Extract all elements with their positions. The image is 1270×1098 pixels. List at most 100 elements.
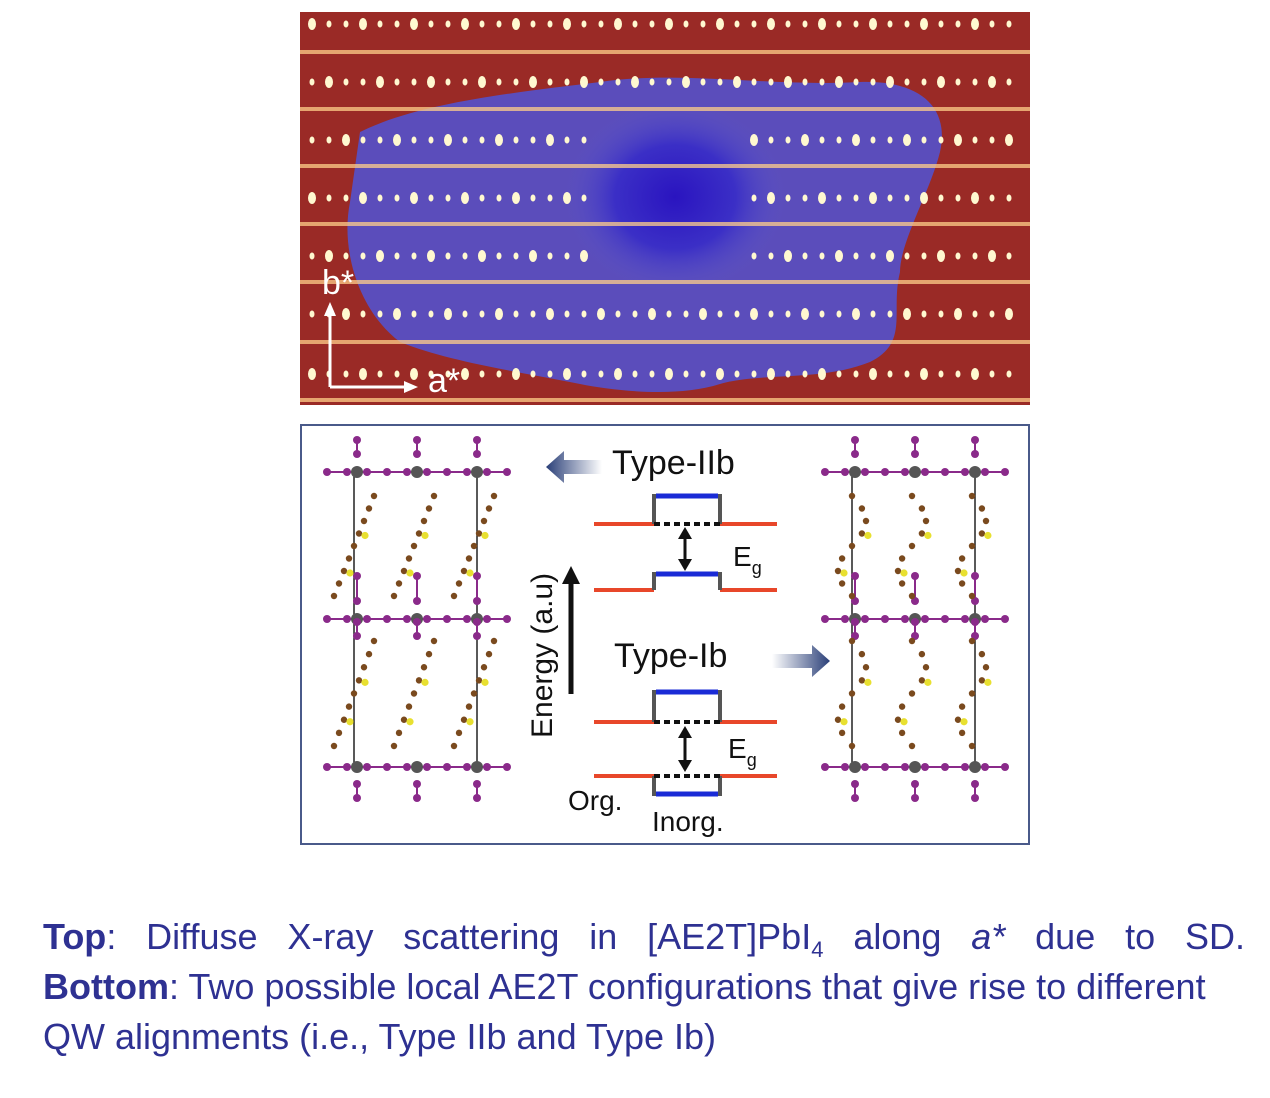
bragg-peak: [836, 370, 842, 378]
inorg-well-wall: [652, 776, 722, 796]
carbon-atom: [918, 650, 926, 658]
bragg-peak: [904, 78, 910, 86]
carbon-atom: [485, 505, 493, 512]
bragg-peak: [716, 18, 724, 30]
carbon-atom: [340, 716, 348, 723]
bragg-peak: [683, 370, 689, 378]
iodide-atom: [1001, 468, 1009, 476]
sulfur-atom: [421, 678, 429, 686]
bragg-peak: [819, 136, 825, 144]
inorg-well-wall: [652, 494, 722, 524]
iodide-atom: [353, 632, 361, 640]
bragg-peak: [632, 310, 638, 318]
iodide-atom: [821, 468, 829, 476]
carbon-atom: [958, 729, 966, 737]
iodide-atom: [911, 572, 919, 580]
bragg-peak: [852, 134, 860, 146]
iodide-atom: [353, 572, 361, 580]
bragg-peak: [598, 370, 604, 378]
bragg-peak: [308, 18, 316, 30]
iodide-atom: [463, 615, 471, 623]
iodide-atom: [971, 618, 979, 626]
bragg-peak: [615, 78, 621, 86]
bragg-peak: [802, 20, 808, 28]
carbon-atom: [340, 567, 348, 575]
carbon-atom: [350, 542, 358, 550]
inorg-label: Inorg.: [652, 806, 724, 837]
bragg-peak: [818, 18, 826, 30]
bragg-peak: [564, 78, 570, 86]
iodide-atom: [473, 794, 481, 802]
bragg-peak: [904, 20, 910, 28]
bragg-peak: [955, 252, 961, 260]
bragg-peak: [853, 78, 859, 86]
a-axis-arrowhead: [404, 381, 418, 393]
bragg-peak: [631, 76, 639, 88]
iodide-atom: [473, 618, 481, 626]
bragg-peak: [801, 134, 809, 146]
carbon-atom: [838, 703, 846, 710]
bragg-peak: [581, 194, 587, 202]
bragg-peak: [734, 310, 740, 318]
iodide-atom: [443, 468, 451, 476]
eg-label: Eg: [728, 733, 757, 770]
carbon-atom: [415, 677, 423, 684]
bragg-peak: [598, 20, 604, 28]
bragg-peak: [530, 194, 536, 202]
bragg-peak: [785, 370, 791, 378]
iodide-atom: [443, 615, 451, 623]
gap-arrowhead: [678, 527, 692, 539]
bragg-peak: [785, 136, 791, 144]
type-ib-band-diagram: Eg Org. Inorg.: [568, 689, 777, 837]
sulfur-atom: [406, 569, 414, 577]
bragg-peak: [462, 78, 468, 86]
bragg-peaks: [308, 18, 1013, 380]
iodide-atom: [861, 615, 869, 623]
bragg-peak: [649, 20, 655, 28]
bragg-peak: [785, 194, 791, 202]
iodide-atom: [363, 763, 371, 771]
bragg-peak: [1006, 370, 1012, 378]
carbon-atom: [848, 592, 856, 600]
carbon-atom: [848, 742, 856, 750]
carbon-atom: [848, 637, 856, 645]
iodide-atom: [911, 794, 919, 802]
iodide-atom: [971, 572, 979, 580]
bragg-peak: [682, 76, 690, 88]
bragg-peak: [410, 368, 418, 380]
carbon-atom: [430, 637, 438, 645]
carbon-atom: [922, 664, 930, 671]
bragg-peak: [309, 78, 315, 86]
carbon-atom: [838, 580, 846, 587]
sulfur-atom: [346, 569, 354, 577]
bragg-peak: [921, 78, 927, 86]
bragg-peak: [921, 310, 927, 318]
bragg-peak: [955, 78, 961, 86]
bragg-peak: [462, 310, 468, 318]
bragg-peak: [512, 192, 520, 204]
bragg-peak: [836, 194, 842, 202]
carbon-atom: [355, 530, 363, 537]
carbon-atom: [968, 690, 976, 697]
caption-text: due to SD.: [1005, 916, 1245, 957]
bragg-peak: [767, 192, 775, 204]
bragg-peak: [614, 18, 622, 30]
carbon-atom: [345, 555, 353, 562]
bragg-peak: [530, 20, 536, 28]
bragg-peak: [428, 370, 434, 378]
bragg-peak: [802, 252, 808, 260]
bragg-peak: [615, 310, 621, 318]
bragg-peak: [377, 136, 383, 144]
lead-atom: [411, 466, 423, 478]
lead-atom: [351, 466, 363, 478]
iodide-atom: [413, 632, 421, 640]
bragg-peak: [768, 136, 774, 144]
iodide-atom: [821, 615, 829, 623]
iodide-atom: [971, 780, 979, 788]
iodide-atom: [473, 597, 481, 605]
carbon-atom: [410, 690, 418, 697]
bragg-peak: [836, 20, 842, 28]
carbon-atom: [908, 742, 916, 750]
bragg-peak: [496, 252, 502, 260]
iodide-atom: [403, 763, 411, 771]
